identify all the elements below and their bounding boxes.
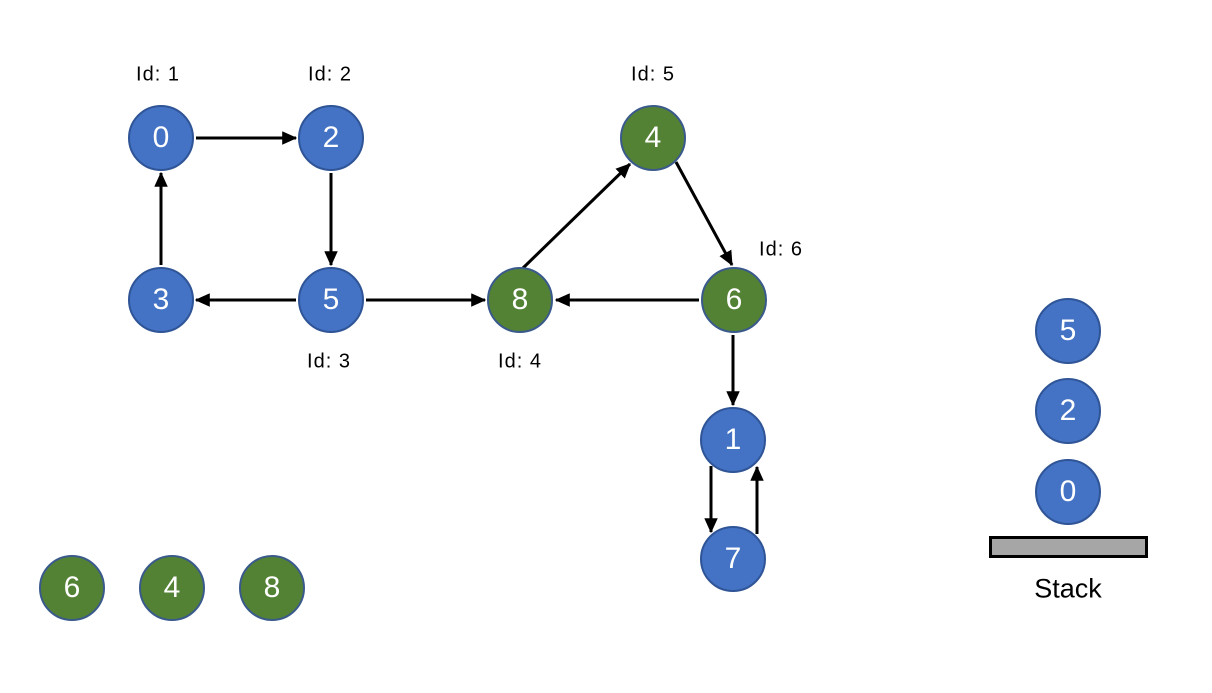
stack-node-2: 2: [1035, 378, 1101, 444]
graph-node-8: 8: [487, 267, 553, 333]
node-id-label-0: Id: 1: [136, 63, 180, 86]
node-id-label-4: Id: 5: [631, 63, 675, 86]
stack-platform: [989, 536, 1148, 558]
graph-node-1: 1: [700, 407, 766, 473]
pool-node-4: 4: [139, 555, 205, 621]
graph-node-0: 0: [128, 105, 194, 171]
pool-node-8: 8: [239, 555, 305, 621]
node-id-label-8: Id: 4: [498, 350, 542, 373]
node-id-label-5: Id: 3: [307, 350, 351, 373]
pool-node-6: 6: [39, 555, 105, 621]
stack-label: Stack: [1034, 573, 1102, 604]
graph-node-3: 3: [128, 267, 194, 333]
graph-node-4: 4: [620, 105, 686, 171]
graph-node-5: 5: [298, 267, 364, 333]
stack-node-5: 5: [1035, 298, 1101, 364]
stack-node-0: 0: [1035, 459, 1101, 525]
node-id-label-6: Id: 6: [759, 238, 803, 261]
graph-node-6: 6: [701, 267, 767, 333]
graph-node-2: 2: [298, 105, 364, 171]
graph-node-7: 7: [700, 526, 766, 592]
edge-arrow-4-to-6: [674, 161, 734, 267]
node-id-label-2: Id: 2: [308, 63, 352, 86]
edge-arrow-8-to-4: [521, 162, 632, 270]
